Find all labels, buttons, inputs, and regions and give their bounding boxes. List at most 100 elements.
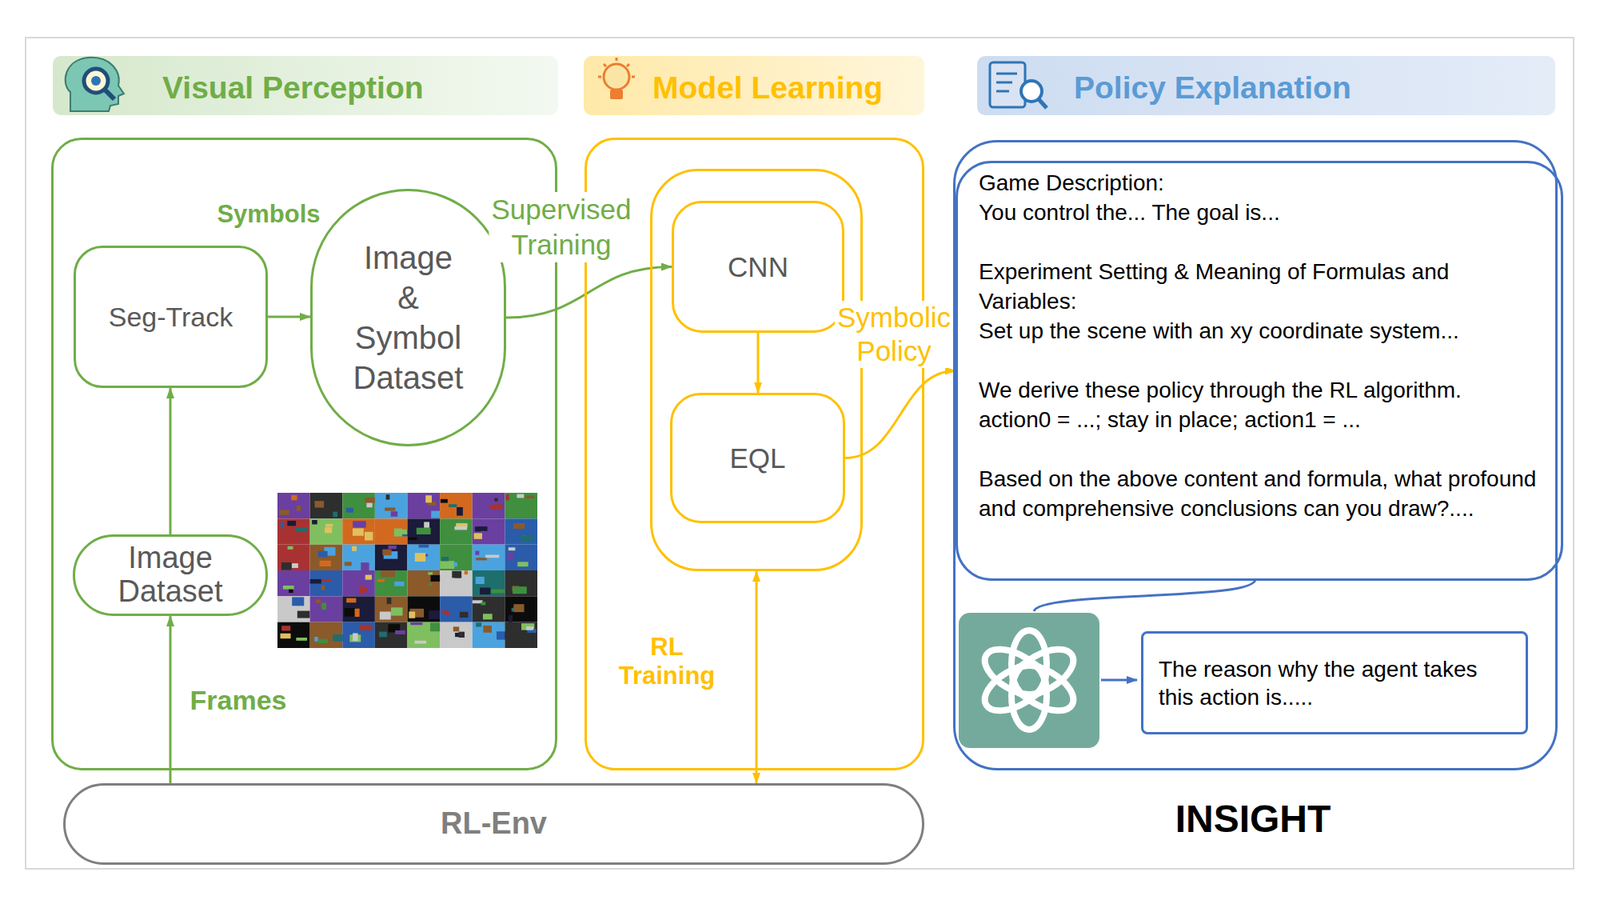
- screen-tile: [512, 586, 527, 594]
- panel: Policy ExplanationGame Description:You c…: [953, 139, 1558, 771]
- screen-tile: [384, 506, 396, 511]
- screen-tile: [414, 552, 426, 562]
- screen-tile: [277, 544, 311, 571]
- screen-tile: [324, 526, 332, 533]
- screen-tile: [318, 550, 328, 558]
- screen-tile: [508, 546, 516, 551]
- screen-tile: [360, 562, 369, 571]
- screen-tile: [439, 518, 473, 544]
- screen-tile: [379, 631, 388, 638]
- screen-tile: [365, 574, 372, 580]
- text-holder: RL-Env: [63, 782, 925, 865]
- dataset-pill: Image Dataset: [72, 534, 268, 616]
- screen-tile: [291, 596, 304, 606]
- node-text: Image Dataset: [118, 541, 224, 609]
- screen-tile: [485, 554, 499, 559]
- node-text: The reason why the agent takes this acti…: [1158, 654, 1482, 711]
- node-text: EQL: [729, 441, 786, 475]
- header-band: [977, 55, 1556, 116]
- pill-outline: [311, 190, 506, 446]
- node-text: CNN: [727, 250, 789, 284]
- screen-tile: [414, 640, 427, 644]
- magnifier: [1021, 80, 1042, 102]
- model-box: CNN: [671, 200, 845, 333]
- screen-tile: [458, 631, 465, 638]
- screen-tile: [281, 562, 292, 570]
- screen-tile: [386, 494, 391, 499]
- screen-tile: [517, 561, 528, 567]
- screen-tile: [454, 526, 467, 530]
- group-label: Symbols: [216, 199, 320, 229]
- screen-tile: [464, 570, 468, 575]
- screen-tile: [342, 518, 376, 544]
- screen-tile: [439, 622, 473, 648]
- screen-tile: [423, 521, 430, 527]
- screen-tile: [472, 492, 506, 519]
- eye: [91, 75, 101, 86]
- node-text: We derive these policy through the RL al…: [978, 375, 1462, 405]
- connector: [169, 615, 172, 783]
- screen-tile: [489, 505, 503, 510]
- node-text: Game Description:: [978, 167, 1165, 198]
- system-name: INSIGHT: [1175, 796, 1332, 841]
- screen-tile: [407, 570, 441, 596]
- screen-tile: [342, 544, 376, 571]
- screen-tile: [279, 509, 289, 515]
- screen-tile: [427, 571, 433, 575]
- document: [989, 62, 1026, 108]
- screen-tile: [310, 595, 344, 622]
- screen-tile: [342, 570, 376, 596]
- panel: Visual PerceptionSeg-TrackImage & Symbol…: [51, 137, 558, 771]
- screen-tile: [359, 586, 368, 592]
- screen-tile: [472, 595, 506, 622]
- screen-tile: [311, 519, 318, 524]
- screen-tile: [391, 510, 399, 517]
- screen-tile: [280, 521, 284, 528]
- screen-tile: [387, 545, 396, 549]
- ray: [603, 63, 607, 67]
- screen-tile: [332, 511, 338, 518]
- screen-tile: [296, 505, 301, 511]
- screen-tile: [474, 526, 481, 531]
- screen-tile: [456, 506, 463, 516]
- screen-tile: [310, 492, 344, 519]
- screen-tile: [291, 562, 299, 568]
- logo-knot: [977, 630, 1081, 730]
- edge-label: RL Training: [616, 632, 719, 690]
- screen-tile: [379, 611, 392, 620]
- connector: [757, 332, 760, 393]
- screen-tile: [479, 586, 491, 595]
- screen-tile: [351, 546, 357, 551]
- screen-tile: [318, 638, 328, 643]
- screen-tile: [520, 535, 535, 541]
- lightbulb-icon: [598, 57, 635, 100]
- screen-tile: [442, 610, 447, 614]
- prompt-to-llm-line: [1033, 578, 1256, 611]
- screen-tile: [450, 535, 460, 539]
- screen-tile: [439, 560, 455, 569]
- ray: [626, 63, 630, 67]
- screen-tile: [490, 589, 505, 594]
- screen-tile: [375, 492, 408, 519]
- screen-tile: [439, 544, 473, 571]
- screen-tile: [342, 595, 376, 622]
- node-text: You control the... The goal is...: [978, 197, 1281, 228]
- screen-tile: [380, 570, 396, 577]
- environment-pill: RL-Env: [63, 782, 925, 865]
- node-text: Set up the scene with an xy coordinate s…: [978, 315, 1460, 346]
- text-holder: CNN: [674, 203, 842, 331]
- node-text: Seg-Track: [108, 300, 234, 334]
- screen-tile: [480, 601, 486, 605]
- screen-tile: [391, 606, 403, 615]
- edge-label: Symbolic Policy: [834, 300, 954, 368]
- screen-tile: [352, 520, 367, 527]
- text-holder: Seg-Track: [75, 247, 266, 386]
- screen-tile: [287, 546, 294, 550]
- section-heading: Model Learning: [652, 70, 883, 106]
- screen-tile: [418, 544, 430, 548]
- text-holder: Game Description:You control the... The …: [957, 163, 1561, 579]
- screen-tile: [441, 556, 449, 561]
- bulb: [603, 63, 630, 90]
